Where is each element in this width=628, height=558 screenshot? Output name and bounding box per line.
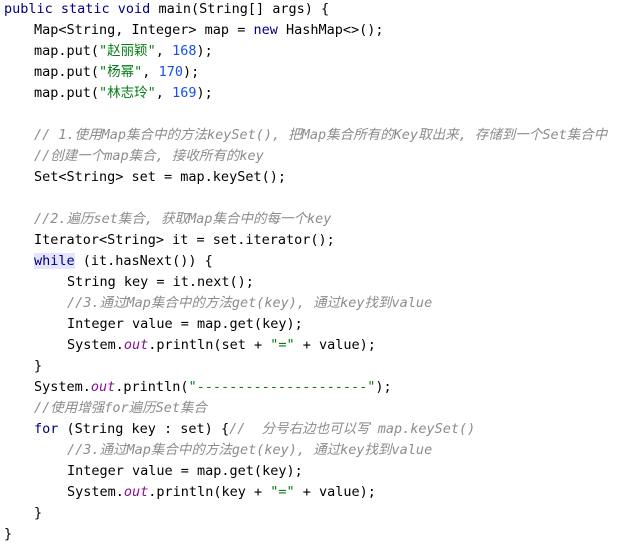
code-line[interactable]: //3.通过Map集合中的方法get(key), 通过key找到value (4, 293, 432, 314)
code-token: .println(key + (148, 484, 271, 500)
code-line[interactable]: } (4, 503, 42, 524)
code-token: Integer value = map.get(key); (67, 316, 303, 332)
code-line[interactable]: Integer value = map.get(key); (4, 461, 303, 482)
code-token: main(String[] args) { (158, 1, 330, 17)
code-token: "=" (270, 484, 295, 500)
code-token: .println( (115, 379, 189, 395)
code-token: while (34, 253, 75, 269)
code-line[interactable]: map.put("杨幂", 170); (4, 62, 199, 83)
code-token: ); (196, 43, 213, 59)
code-token: HashMap<>(); (285, 22, 384, 38)
code-token: //3.通过Map集合中的方法get(key), 通过key找到value (67, 295, 433, 311)
code-line[interactable]: } (4, 356, 42, 377)
code-token: (String key : set) { (66, 421, 230, 437)
code-token: // 1.使用Map集合中的方法keySet(), 把Map集合所有的Key取出… (34, 127, 608, 143)
code-token: 169 (172, 85, 197, 101)
code-line[interactable]: map.put("林志玲", 169); (4, 83, 213, 104)
code-token: Iterator<String> it = set.iterator(); (34, 232, 335, 248)
code-token: , (142, 64, 159, 80)
code-token: "---------------------" (188, 379, 376, 395)
code-token: //使用增强for遍历Set集合 (34, 400, 208, 416)
code-token: String key = it.next(); (67, 274, 254, 290)
code-line[interactable] (4, 104, 34, 125)
code-token: out (90, 379, 116, 395)
code-token: 168 (172, 43, 197, 59)
code-line[interactable]: //3.通过Map集合中的方法get(key), 通过key找到value (4, 440, 432, 461)
code-line[interactable]: public static void main(String[] args) { (4, 0, 329, 20)
code-token: System. (67, 337, 124, 353)
code-token: 170 (158, 64, 183, 80)
code-token: + value); (294, 484, 376, 500)
code-token: System. (67, 484, 124, 500)
code-token: map.put( (34, 64, 100, 80)
code-token: (it.hasNext()) { (74, 253, 213, 269)
code-token: + value); (294, 337, 376, 353)
code-line[interactable]: System.out.println(set + "=" + value); (4, 335, 376, 356)
code-line[interactable]: String key = it.next(); (4, 272, 254, 293)
code-token: "=" (270, 337, 295, 353)
code-token: , (155, 85, 173, 101)
code-line[interactable]: //2.遍历set集合, 获取Map集合中的每一个key (4, 209, 331, 230)
code-token: public static void (4, 1, 159, 17)
code-line[interactable]: //使用增强for遍历Set集合 (4, 398, 207, 419)
code-line[interactable]: map.put("赵丽颖", 168); (4, 41, 213, 62)
code-token: } (34, 505, 43, 521)
code-token: out (123, 484, 149, 500)
code-line[interactable]: while (it.hasNext()) { (4, 251, 213, 272)
code-token: //3.通过Map集合中的方法get(key), 通过key找到value (67, 442, 433, 458)
code-token: map.put( (34, 43, 100, 59)
code-token: new (253, 22, 286, 38)
code-token: "杨幂" (99, 64, 143, 80)
code-line[interactable]: //创建一个map集合, 接收所有的key (4, 146, 264, 167)
code-line[interactable]: Iterator<String> it = set.iterator(); (4, 230, 335, 251)
code-token: .println(set + (148, 337, 271, 353)
code-token: Integer value = map.get(key); (67, 463, 303, 479)
code-line[interactable]: for (String key : set) {// 分号右边也可以写 map.… (4, 419, 475, 440)
code-token: ); (196, 85, 213, 101)
code-token: // 分号右边也可以写 map.keySet() (229, 421, 476, 437)
code-line[interactable]: Integer value = map.get(key); (4, 314, 303, 335)
code-token: Set<String> set = map.keySet(); (34, 169, 286, 185)
code-token: } (34, 358, 43, 374)
code-line[interactable]: Map<String, Integer> map = new HashMap<>… (4, 20, 384, 41)
code-line[interactable]: Set<String> set = map.keySet(); (4, 167, 286, 188)
code-token: out (123, 337, 149, 353)
code-token: } (4, 526, 13, 542)
code-line[interactable] (4, 188, 34, 209)
code-token: Map<String, Integer> map = (34, 22, 254, 38)
code-token: "赵丽颖" (99, 43, 156, 59)
code-token: System. (34, 379, 91, 395)
code-token: ); (375, 379, 392, 395)
code-token: map.put( (34, 85, 100, 101)
code-token: for (34, 421, 67, 437)
code-token: //2.遍历set集合, 获取Map集合中的每一个key (34, 211, 332, 227)
code-token: , (155, 43, 173, 59)
code-token: //创建一个map集合, 接收所有的key (34, 148, 264, 164)
code-line[interactable]: // 1.使用Map集合中的方法keySet(), 把Map集合所有的Key取出… (4, 125, 607, 146)
code-line[interactable]: System.out.println("--------------------… (4, 377, 392, 398)
code-token: "林志玲" (99, 85, 156, 101)
code-line[interactable]: } (4, 524, 12, 545)
code-line[interactable]: System.out.println(key + "=" + value); (4, 482, 376, 503)
code-token: ); (182, 64, 200, 80)
